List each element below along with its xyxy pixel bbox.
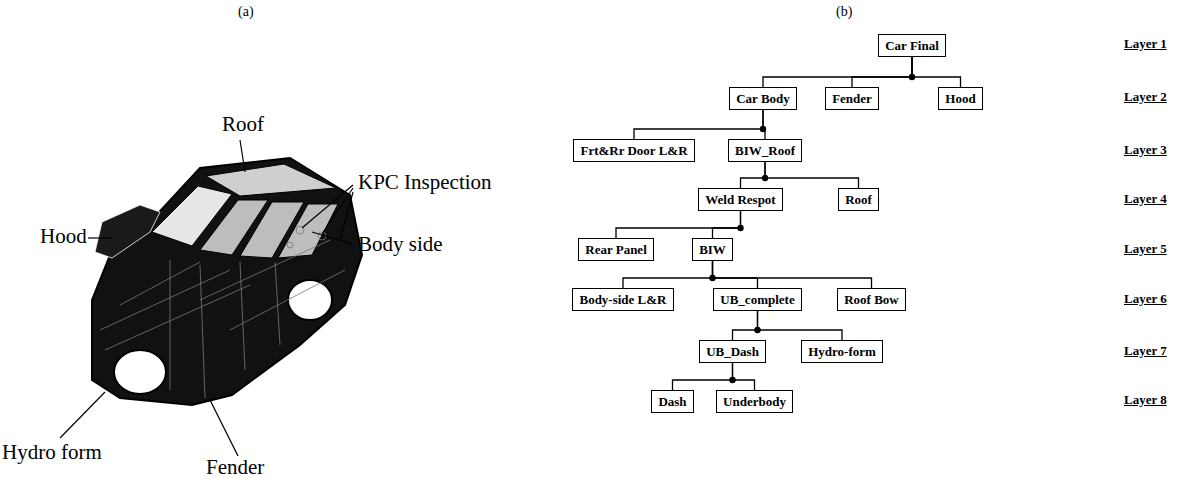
tree-connector xyxy=(852,57,912,87)
layer-label: Layer 1 xyxy=(1124,36,1167,52)
box-label: Fender xyxy=(832,91,872,107)
assembly-box: Car Final xyxy=(878,34,946,57)
tree-connector xyxy=(912,57,961,87)
layer-label: Layer 6 xyxy=(1124,291,1167,307)
box-label: Body-side L&R xyxy=(579,292,666,308)
assembly-box: Body-side L&R xyxy=(572,288,674,311)
tree-connector xyxy=(741,162,766,188)
assembly-box: BIW_Roof xyxy=(728,139,802,162)
box-label: Underbody xyxy=(723,394,786,410)
part-callout: Fender xyxy=(206,455,264,478)
box-label: BIW xyxy=(699,242,726,258)
tree-connector xyxy=(713,261,872,288)
layer-label: Layer 5 xyxy=(1124,241,1167,257)
box-label: Roof Bow xyxy=(844,292,899,308)
assembly-box: Dash xyxy=(651,390,694,413)
car-body xyxy=(92,158,362,405)
box-label: Roof xyxy=(845,192,872,208)
part-callout: Body side xyxy=(358,232,443,257)
tree-connector xyxy=(763,57,912,87)
assembly-box: Fender xyxy=(825,87,879,110)
box-label: Car Body xyxy=(736,91,790,107)
tree-connector xyxy=(733,311,758,340)
assembly-box: Weld Respot xyxy=(698,188,783,211)
tree-connector xyxy=(616,211,741,238)
assembly-box: Hood xyxy=(938,87,983,110)
box-label: Hood xyxy=(945,91,975,107)
tree-connector xyxy=(713,261,758,288)
part-callout: Hydro form xyxy=(2,440,102,465)
box-label: Rear Panel xyxy=(585,242,647,258)
panel-label: (a) xyxy=(238,4,254,20)
assembly-box: UB_complete xyxy=(713,288,802,311)
tree-connector xyxy=(763,110,765,139)
layer-label: Layer 3 xyxy=(1124,142,1167,158)
tree-connector xyxy=(758,311,843,340)
tree-connector xyxy=(673,363,733,390)
box-label: Car Final xyxy=(885,38,939,54)
box-label: Weld Respot xyxy=(705,192,775,208)
part-callout: KPC Inspection xyxy=(358,170,492,195)
box-label: Frt&Rr Door L&R xyxy=(580,143,687,159)
part-callout: Roof xyxy=(222,112,264,137)
assembly-box: Frt&Rr Door L&R xyxy=(573,139,695,162)
box-label: UB_complete xyxy=(720,292,794,308)
layer-label: Layer 4 xyxy=(1124,191,1167,207)
assembly-box: UB_Dash xyxy=(699,340,766,363)
box-label: Dash xyxy=(658,394,686,410)
layer-label: Layer 7 xyxy=(1124,343,1167,359)
box-label: UB_Dash xyxy=(706,344,759,360)
tree-connector xyxy=(713,211,741,238)
tree-connector xyxy=(634,110,763,139)
tree-connector xyxy=(623,261,713,288)
assembly-box: Roof Bow xyxy=(837,288,906,311)
box-label: Hydro-form xyxy=(808,344,876,360)
assembly-box: Rear Panel xyxy=(578,238,654,261)
layer-label: Layer 8 xyxy=(1124,392,1167,408)
assembly-box: Underbody xyxy=(716,390,793,413)
layer-label: Layer 2 xyxy=(1124,89,1167,105)
tree-connector xyxy=(733,363,755,390)
panel-label: (b) xyxy=(836,4,852,20)
assembly-box: Roof xyxy=(838,188,879,211)
tree-connector xyxy=(765,162,859,188)
assembly-box: Hydro-form xyxy=(801,340,883,363)
box-label: BIW_Roof xyxy=(735,143,795,159)
part-callout: Hood xyxy=(40,224,87,249)
leader-lines xyxy=(60,140,353,456)
assembly-box: BIW xyxy=(692,238,733,261)
assembly-box: Car Body xyxy=(729,87,797,110)
